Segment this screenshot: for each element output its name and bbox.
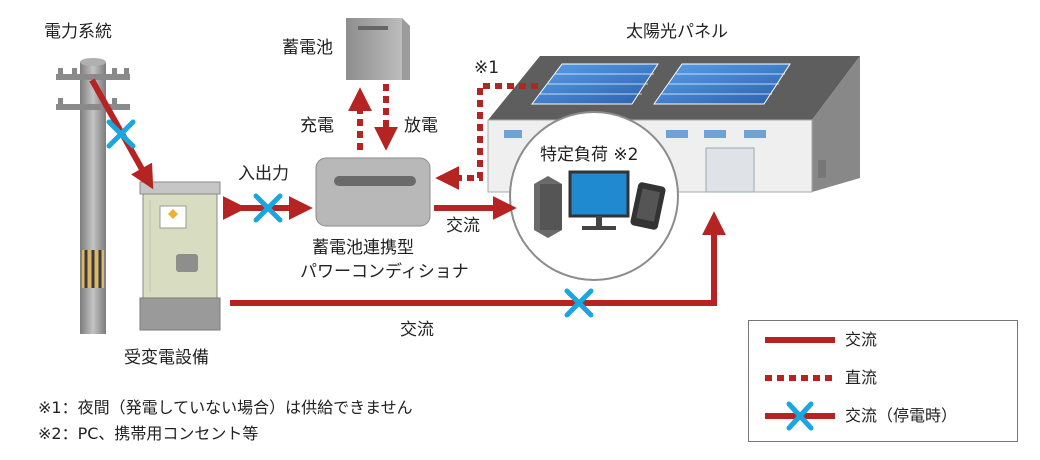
- legend-dc-label: 直流: [845, 368, 878, 387]
- utility-pole-icon: [56, 58, 130, 334]
- pcs-label-line2: パワーコンディショナ: [300, 262, 469, 282]
- outage-cross-icon: [106, 119, 136, 149]
- legend-outage-label: 交流（停電時）: [845, 406, 958, 425]
- legend-ac-swatch: [765, 337, 835, 343]
- discharge-label: 放電: [404, 116, 438, 136]
- legend-dc-swatch: [765, 375, 835, 381]
- legend-outage-swatch: [765, 401, 835, 431]
- phone-icon: [630, 182, 666, 230]
- outage-cross-icon: [564, 288, 594, 318]
- legend-item-outage: 交流（停電時）: [749, 401, 1017, 431]
- note1-mark: ※1: [474, 58, 500, 78]
- grid-label: 電力系統: [44, 22, 112, 42]
- specific-load-label: 特定負荷 ※2: [540, 145, 639, 165]
- footnote-2: ※2：PC、携帯用コンセント等: [38, 424, 259, 443]
- solar-label: 太陽光パネル: [626, 22, 728, 42]
- pc-tower-icon: [534, 176, 562, 238]
- legend-ac-label: 交流: [845, 330, 878, 349]
- monitor-icon: [568, 170, 630, 230]
- battery-label: 蓄電池: [282, 38, 333, 58]
- outage-cross-icon: [253, 193, 283, 223]
- switchboard-icon: [139, 181, 221, 331]
- ac-right-label: 交流: [446, 216, 480, 236]
- solar-dc-line: [435, 83, 538, 190]
- ac-bottom-label: 交流: [400, 320, 434, 340]
- battery-box-icon: [346, 18, 410, 80]
- legend-item-dc: 直流: [749, 363, 1017, 393]
- charge-label: 充電: [300, 116, 334, 136]
- bottom-ac-line: [230, 211, 726, 306]
- power-conditioner-icon: [315, 157, 431, 227]
- legend-item-ac: 交流: [749, 325, 1017, 355]
- io-label: 入出力: [238, 164, 289, 184]
- switchboard-label: 受変電設備: [124, 348, 209, 368]
- pcs-label-line1: 蓄電池連携型: [312, 238, 414, 258]
- footnote-1: ※1：夜間（発電していない場合）は供給できません: [38, 398, 413, 417]
- legend: 交流 直流 交流（停電時）: [748, 320, 1018, 442]
